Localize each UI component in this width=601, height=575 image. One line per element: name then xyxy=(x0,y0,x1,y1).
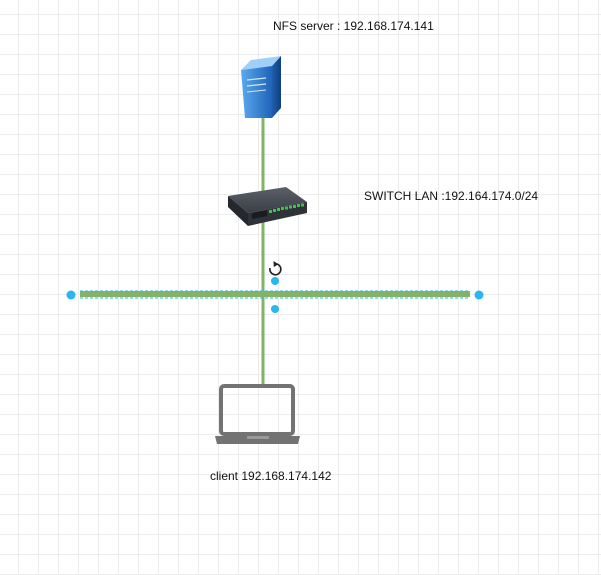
selection-handle-left[interactable] xyxy=(66,290,76,300)
switch-lan-label[interactable]: SWITCH LAN :192.164.174.0/24 xyxy=(364,189,539,203)
lan-bus-line[interactable] xyxy=(80,290,470,299)
laptop-icon[interactable] xyxy=(215,384,300,444)
nfs-server-label[interactable]: NFS server : 192.168.174.141 xyxy=(273,19,434,33)
selection-handle-right[interactable] xyxy=(474,290,484,300)
client-label[interactable]: client 192.168.174.142 xyxy=(210,469,332,483)
selection-handle-bottom[interactable] xyxy=(271,305,279,313)
server-tower-icon[interactable] xyxy=(241,56,281,118)
selection-handle-top[interactable] xyxy=(271,277,279,285)
network-switch-icon[interactable] xyxy=(228,187,307,226)
rotate-handle-icon[interactable] xyxy=(269,261,282,276)
